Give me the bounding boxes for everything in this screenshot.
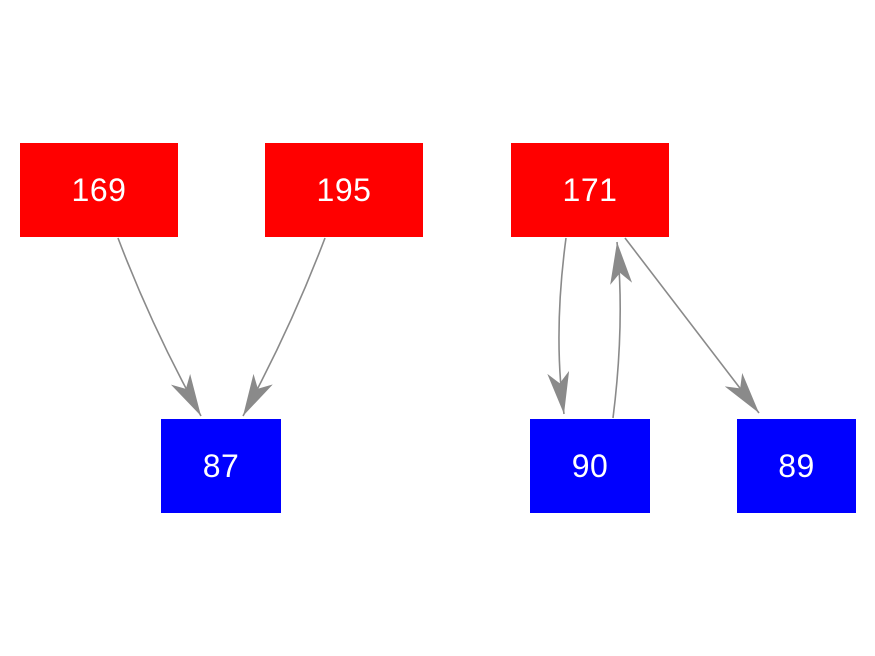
- node-90-label: 90: [571, 448, 609, 484]
- edge-90-to-171: [610, 241, 633, 419]
- node-169-label: 169: [71, 172, 127, 208]
- node-89: 89: [737, 419, 856, 513]
- edge-171-to-90: [547, 237, 570, 415]
- node-87-label: 87: [202, 448, 240, 484]
- edge-169-to-87: [117, 237, 202, 417]
- edge-171-to-89: [624, 237, 760, 414]
- node-171: 171: [511, 143, 669, 237]
- node-87: 87: [161, 419, 281, 513]
- node-90: 90: [530, 419, 650, 513]
- edge-195-to-87: [242, 237, 326, 417]
- node-195-label: 195: [316, 172, 372, 208]
- node-89-label: 89: [778, 448, 815, 484]
- node-171-label: 171: [562, 172, 618, 208]
- node-195: 195: [265, 143, 423, 237]
- node-169: 169: [20, 143, 178, 237]
